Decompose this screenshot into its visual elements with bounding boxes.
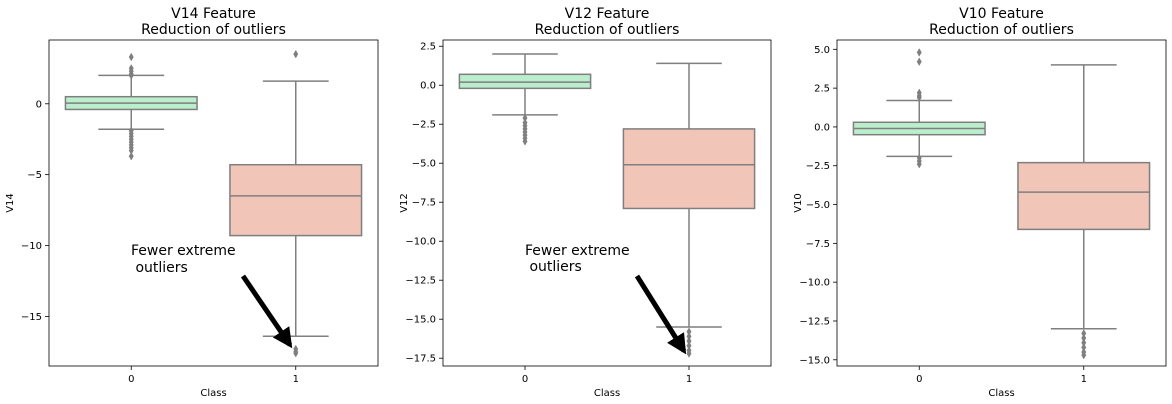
- y-tick-label: −2.5: [806, 161, 830, 172]
- y-tick-label: −2.5: [412, 120, 436, 131]
- x-tick-label: 0: [128, 374, 134, 385]
- y-tick-label: −5: [27, 170, 42, 181]
- outlier-point: [1081, 350, 1087, 360]
- outlier-point: [686, 349, 692, 358]
- annotation-text-line1: Fewer extreme: [525, 243, 630, 259]
- y-tick-label: −10.0: [799, 278, 830, 289]
- x-tick-label: 1: [1081, 374, 1087, 385]
- y-tick-label: 0.0: [814, 122, 830, 133]
- y-tick-label: −7.5: [412, 198, 436, 209]
- box-class-0: [458, 53, 592, 146]
- box-class-0: [64, 52, 198, 161]
- chart-title: V10 Feature: [959, 6, 1044, 22]
- y-tick-label: 0.0: [420, 81, 436, 92]
- box-class-1: [622, 62, 756, 358]
- outlier-point: [293, 348, 299, 358]
- annotation-arrow: [634, 274, 687, 355]
- annotation-arrow: [240, 274, 293, 349]
- outlier-point: [916, 57, 922, 67]
- x-axis-label: Class: [594, 388, 620, 399]
- y-tick-label: −12.5: [405, 276, 436, 287]
- plot-frame: [442, 39, 772, 367]
- box-class-1: [1017, 64, 1151, 360]
- x-tick-label: 1: [686, 374, 692, 385]
- y-tick-label: −15.0: [799, 355, 830, 366]
- y-tick-label: −7.5: [806, 239, 830, 250]
- y-tick-label: −12.5: [799, 316, 830, 327]
- chart-subtitle: Reduction of outliers: [929, 22, 1074, 38]
- outlier-point: [916, 93, 922, 102]
- chart-subtitle: Reduction of outliers: [535, 22, 680, 38]
- plot-frame: [48, 39, 379, 367]
- iqr-box: [458, 73, 592, 90]
- plot-frame: [836, 39, 1167, 367]
- y-tick-label: −17.5: [405, 354, 436, 365]
- outlier-point: [128, 151, 134, 161]
- outlier-point: [522, 137, 528, 146]
- x-tick-label: 1: [293, 374, 299, 385]
- chart-title: V12 Feature: [565, 6, 650, 22]
- outlier-point: [128, 71, 134, 80]
- iqr-box: [229, 163, 363, 237]
- y-tick-label: 0: [36, 99, 42, 110]
- y-tick-label: −15: [21, 312, 42, 323]
- y-tick-label: −10: [21, 241, 42, 252]
- y-axis-label: V12: [399, 193, 410, 213]
- y-tick-label: 5.0: [814, 45, 830, 56]
- y-tick-label: −10.0: [405, 237, 436, 248]
- x-tick-label: 0: [916, 374, 922, 385]
- y-tick-label: −15.0: [405, 315, 436, 326]
- chart-subtitle: Reduction of outliers: [141, 22, 286, 38]
- outlier-point: [916, 48, 922, 57]
- iqr-box: [622, 128, 756, 210]
- y-tick-label: −5.0: [412, 159, 436, 170]
- box-class-1: [229, 49, 363, 358]
- x-axis-label: Class: [200, 388, 226, 399]
- x-axis-label: Class: [988, 388, 1014, 399]
- iqr-box: [1017, 161, 1151, 231]
- y-axis-label: V10: [793, 193, 804, 213]
- y-tick-label: 2.5: [420, 42, 436, 53]
- y-tick-label: −5.0: [806, 200, 830, 211]
- y-tick-label: 2.5: [814, 84, 830, 95]
- outlier-point: [293, 49, 299, 59]
- x-tick-label: 0: [522, 374, 528, 385]
- outlier-point: [916, 159, 922, 169]
- chart-title: V14 Feature: [171, 6, 256, 22]
- box-class-0: [852, 48, 986, 169]
- y-axis-label: V14: [5, 193, 16, 213]
- annotation-text-line2: outliers: [525, 259, 582, 275]
- annotation-text-line2: outliers: [131, 260, 188, 276]
- annotation-text-line1: Fewer extreme: [131, 243, 236, 259]
- outlier-point: [128, 52, 134, 62]
